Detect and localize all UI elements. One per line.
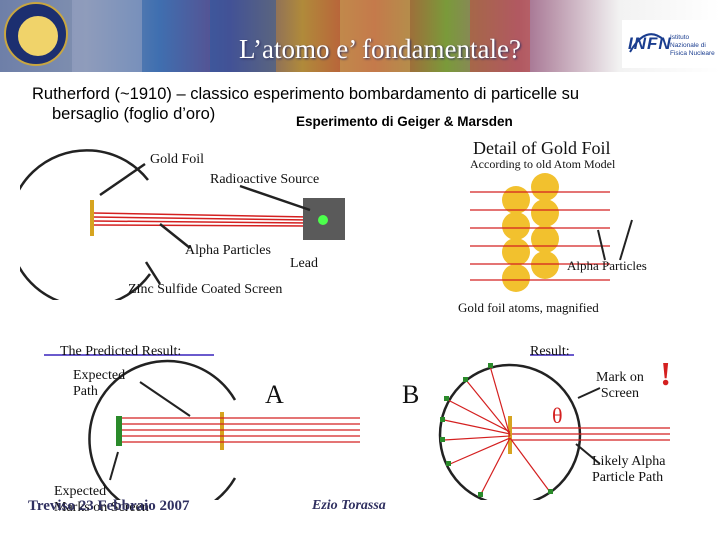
intro-text: Rutherford (~1910) – classico esperiment… <box>32 84 712 124</box>
header-banner: L’atomo e’ fondamentale? INFN Istituto N… <box>0 0 720 72</box>
screen-circle <box>438 363 582 500</box>
infn-logo-text: INFN <box>628 34 672 53</box>
label-radioactive-source: Radioactive Source <box>210 172 320 187</box>
expected-marks-line-1: Expected <box>54 484 107 499</box>
detail-title: Detail of Gold Foil <box>473 138 611 158</box>
label-lead: Lead <box>290 256 318 271</box>
expected-path-line-1: Expected <box>73 368 126 383</box>
arrow <box>109 451 119 481</box>
arrow <box>159 223 191 249</box>
beam-line <box>93 212 311 218</box>
infn-arc-icon <box>629 33 665 53</box>
gold-atoms <box>502 173 559 292</box>
panel-label-a: A <box>265 380 284 409</box>
gold-foil <box>220 412 224 450</box>
page-title: L’atomo e’ fondamentale? <box>239 34 521 64</box>
infn-logo-subtitle: Istituto Nazionale di Fisica Nucleare <box>670 34 715 57</box>
arrow <box>619 219 633 261</box>
label-gold-foil: Gold Foil <box>150 152 205 167</box>
scattered-paths <box>443 365 670 497</box>
arrow <box>577 387 601 399</box>
label-screen: Zinc Sulfide Coated Screen <box>128 282 283 297</box>
label-alpha-particles: Alpha Particles <box>185 243 271 258</box>
arrow <box>144 261 162 285</box>
banner-image-tile <box>210 0 276 72</box>
mark-on-screen-line-1: Mark on <box>596 370 644 385</box>
footer-author: Ezio Torassa <box>312 498 386 513</box>
predicted-title: The Predicted Result: <box>60 344 182 359</box>
title-underline <box>44 354 214 356</box>
arrow <box>575 443 601 465</box>
likely-path-line-2: Particle Path <box>592 470 664 485</box>
expected-path-line-2: Path <box>73 384 98 399</box>
result-title: Result: <box>530 344 570 359</box>
gold-foil <box>90 200 94 236</box>
intro-line-1: Rutherford (~1910) – classico esperiment… <box>32 85 580 103</box>
setup-diagram <box>20 149 345 300</box>
title-underline <box>530 354 574 356</box>
arrow <box>139 381 191 417</box>
beam-line <box>93 220 311 224</box>
infn-logo: INFN Istituto Nazionale di Fisica Nuclea… <box>622 20 718 68</box>
beam-line <box>93 224 311 227</box>
radioactive-source-glow <box>318 215 328 225</box>
expected-marks-line-2: Marks on Screen <box>54 500 149 515</box>
mark-on-screen-line-2: Screen <box>600 386 639 401</box>
beam-line <box>93 216 311 221</box>
exclamation-mark: ! <box>660 356 672 393</box>
arrow <box>99 162 146 197</box>
screen-marks <box>440 363 553 497</box>
banner-image-tile <box>72 0 142 72</box>
expected-marks <box>116 416 122 446</box>
banner-image-tile <box>340 0 410 72</box>
university-seal-logo <box>4 2 68 66</box>
banner-image-tile <box>470 0 530 72</box>
alpha-beams <box>470 191 610 281</box>
experiment-label: Esperimento di Geiger & Marsden <box>296 114 513 129</box>
footer-date-location: Treviso 23 Febbraio 2007 <box>28 498 190 514</box>
detail-alpha-label: Alpha Particles <box>567 258 647 273</box>
theta-angle-label: θ <box>552 403 563 428</box>
predicted-paths <box>120 417 360 443</box>
arrow <box>597 229 606 261</box>
arrow <box>239 184 311 212</box>
detail-atoms-label: Gold foil atoms, magnified <box>458 300 599 315</box>
predicted-diagram <box>44 354 360 500</box>
screen-arc <box>88 359 237 500</box>
intro-line-2: bersaglio (foglio d’oro) <box>52 105 216 123</box>
panel-label-b: B <box>402 380 420 409</box>
screen-arc <box>20 149 152 300</box>
gold-foil-detail <box>470 173 633 292</box>
detail-subtitle: According to old Atom Model <box>470 157 616 171</box>
result-diagram <box>438 354 670 500</box>
likely-path-line-1: Likely Alpha <box>592 454 666 469</box>
